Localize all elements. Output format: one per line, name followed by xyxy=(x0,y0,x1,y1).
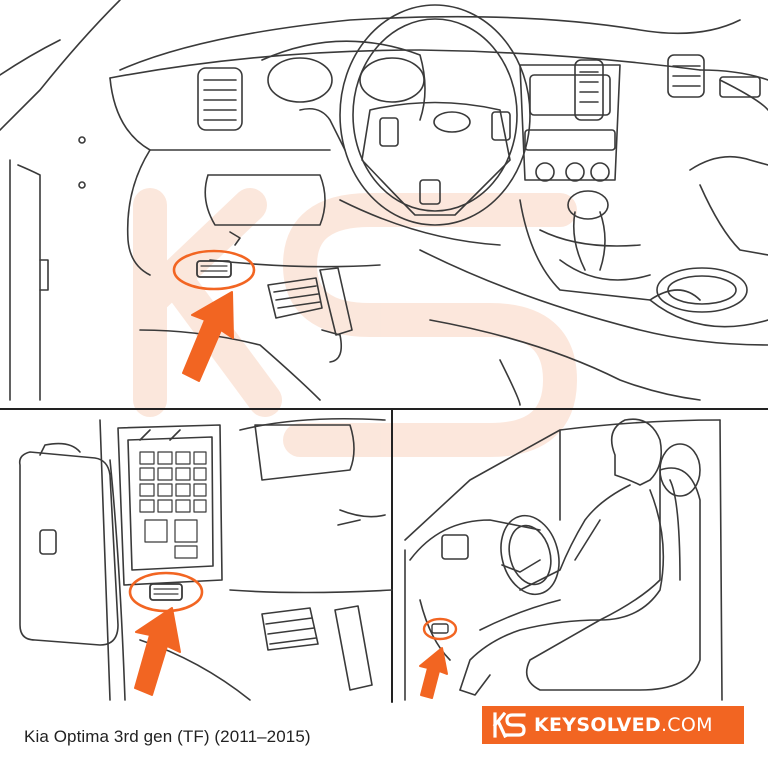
ks-logo-icon xyxy=(492,712,526,738)
brand-badge[interactable]: KEYSOLVED.COM xyxy=(482,706,744,744)
panel-driver xyxy=(404,418,723,701)
arrow-up-right-icon xyxy=(182,291,234,382)
highlight-circle-icon xyxy=(422,617,458,641)
arrow-up-right-icon xyxy=(134,607,181,696)
brand-badge-bg xyxy=(482,706,744,744)
vehicle-caption: Kia Optima 3rd gen (TF) (2011–2015) xyxy=(24,727,311,746)
brand-name: KEYSOLVED.COM xyxy=(534,714,713,736)
highlight-circle-icon xyxy=(128,571,204,613)
panel-fusebox xyxy=(18,417,393,701)
panel-dashboard xyxy=(0,0,768,406)
arrow-up-right-icon xyxy=(419,647,448,699)
highlight-circle-icon xyxy=(172,249,256,291)
